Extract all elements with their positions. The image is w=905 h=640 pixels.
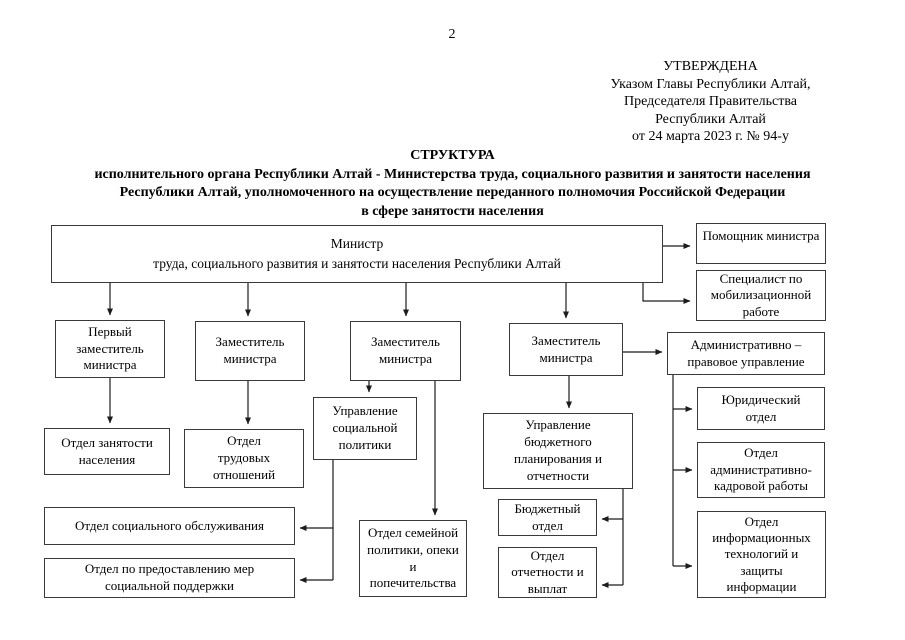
org-box-budget-planning-directorate: Управление бюджетного планирования и отч…	[483, 413, 633, 489]
org-box-legal-department: Юридический отдел	[697, 387, 825, 430]
approval-line-2: Указом Главы Республики Алтай,	[610, 76, 811, 92]
approval-line-4: Республики Алтай	[655, 111, 766, 127]
approval-block: УТВЕРЖДЕНА Указом Главы Республики Алтай…	[563, 58, 858, 146]
org-box-first-deputy-minister: Первый заместитель министра	[55, 320, 165, 378]
title-line-2: исполнительного органа Республики Алтай …	[94, 166, 811, 182]
org-box-social-support-department: Отдел по предоставлению мер социальной п…	[44, 558, 295, 598]
approval-line-1: УТВЕРЖДЕНА	[663, 59, 758, 74]
org-box-deputy-minister-3: Заместитель министра	[350, 321, 461, 381]
org-box-assistant: Помощник министра	[696, 223, 826, 264]
org-box-deputy-minister-4: Заместитель министра	[509, 323, 623, 376]
title-line-3: Республики Алтай, уполномоченного на осу…	[119, 185, 786, 200]
org-box-deputy-minister-2: Заместитель министра	[195, 321, 305, 381]
org-box-employment-department: Отдел занятости населения	[44, 428, 170, 475]
org-box-family-policy-department: Отдел семейной политики, опеки и попечит…	[359, 520, 467, 597]
org-box-admin-legal-directorate: Административно – правовое управление	[667, 332, 825, 375]
org-box-labor-relations-department: Отдел трудовых отношений	[184, 429, 304, 488]
org-box-budget-department: Бюджетный отдел	[498, 499, 597, 536]
connector-minister-to-mobilization	[642, 283, 691, 304]
title-line-4: в сфере занятости населения	[361, 203, 544, 219]
org-box-it-security-department: Отдел информационных технологий и защиты…	[697, 511, 826, 598]
org-box-reporting-payments-department: Отдел отчетности и выплат	[498, 547, 597, 598]
org-box-minister: Министр труда, социального развития и за…	[51, 225, 663, 283]
title-line-1: СТРУКТУРА	[410, 148, 495, 163]
org-box-social-policy-directorate: Управление социальной политики	[313, 397, 417, 460]
approval-line-3: Председателя Правительства	[623, 94, 797, 109]
org-box-social-services-department: Отдел социального обслуживания	[44, 507, 295, 545]
org-box-admin-hr-department: Отдел административно- кадровой работы	[697, 442, 825, 498]
org-box-mobilization-specialist: Специалист по мобилизационной работе	[696, 270, 826, 321]
approval-line-5: от 24 марта 2023 г. № 94-у	[632, 129, 789, 144]
document-title: СТРУКТУРА исполнительного органа Республ…	[20, 147, 885, 221]
page-number: 2	[448, 27, 456, 42]
